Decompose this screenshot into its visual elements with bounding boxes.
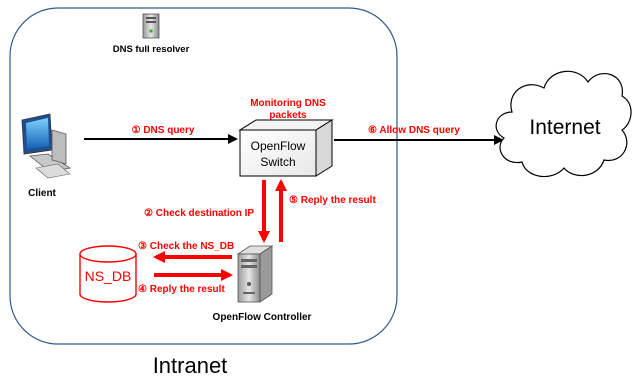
step-6-label: ⑥ Allow DNS query <box>368 125 460 136</box>
step-3-label: ③ Check the NS_DB <box>138 241 234 252</box>
switch-label-line1: OpenFlow <box>251 139 306 153</box>
internet-cloud-icon <box>495 70 632 178</box>
openflow-controller-server-icon <box>236 245 274 303</box>
client-computer-icon <box>21 113 72 179</box>
step-5-label: ⑤ Reply the result <box>289 195 376 206</box>
monitoring-note-line1: Monitoring DNS <box>250 98 326 109</box>
dns-resolver-label: DNS full resolver <box>113 44 190 55</box>
switch-label-line2: Switch <box>260 155 295 169</box>
monitoring-note-line2: packets <box>269 110 307 121</box>
ns-db-label: NS_DB <box>85 268 132 284</box>
client-label: Client <box>28 188 56 199</box>
openflow-switch-box <box>238 119 334 177</box>
ns-db-database-icon <box>79 245 137 303</box>
step-4-label: ④ Reply the result <box>138 284 225 295</box>
intranet-label: Intranet <box>153 353 228 376</box>
internet-label: Internet <box>529 116 600 139</box>
step-2-label: ② Check destination IP <box>144 208 254 219</box>
step-1-label: ① DNS query <box>132 125 195 136</box>
dns-resolver-server-icon <box>142 13 160 39</box>
controller-label: OpenFlow Controller <box>213 312 312 323</box>
